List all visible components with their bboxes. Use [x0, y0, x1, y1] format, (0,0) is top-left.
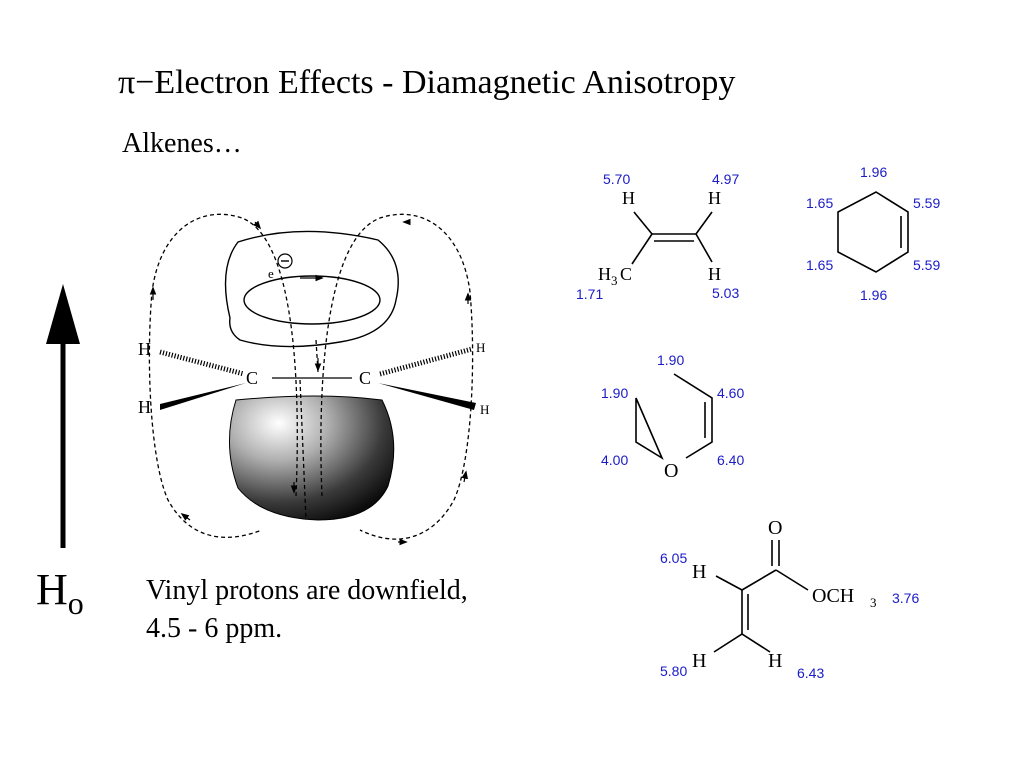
acrylate-och-sub: 3 [870, 595, 877, 610]
hashed-bond-left [159, 349, 245, 377]
propene-h-cis: H [622, 188, 635, 208]
caption-line-2: 4.5 - 6 ppm. [146, 613, 283, 644]
molecule-dihydropyran: O 1.90 1.90 4.60 4.00 6.40 [601, 352, 744, 482]
field-label-subscript: o [67, 585, 84, 621]
molecule-methyl-acrylate: O H OCH 3 H H 6.05 3.76 5.80 6.43 [660, 517, 919, 681]
electron-current-loop [243, 275, 381, 325]
pyran-oxygen: O [664, 460, 678, 482]
acrylate-och: OCH [812, 585, 854, 607]
molecule-cyclohexene: 1.96 1.65 5.59 1.65 5.59 1.96 [806, 164, 940, 303]
acrylate-h-alpha: H [692, 561, 706, 583]
propene-methyl-sub: 3 [611, 273, 618, 288]
shift-pyran-top: 1.90 [657, 352, 684, 368]
carbon-left: C [246, 368, 258, 388]
hydrogen-upper-left: H [138, 339, 151, 359]
carbon-right: C [359, 368, 371, 388]
acrylate-carbonyl-o: O [768, 517, 782, 539]
shift-acrylate-h-alpha: 6.05 [660, 550, 687, 566]
shift-acrylate-h-cis: 5.80 [660, 663, 687, 679]
propene-methyl-c: C [620, 264, 632, 284]
shift-acrylate-och3: 3.76 [892, 590, 919, 606]
induced-field-lines [148, 213, 474, 540]
shift-cyclohexene-upper-right: 5.59 [913, 195, 940, 211]
caption: Vinyl protons are downfield, 4.5 - 6 ppm… [146, 572, 468, 648]
field-arrowheads [149, 218, 472, 546]
applied-field-label: Ho [36, 564, 84, 622]
shift-pyran-upper-right: 4.60 [717, 385, 744, 401]
slide-subtitle: Alkenes… [122, 128, 242, 159]
hydrogen-upper-right: H [476, 340, 485, 355]
shift-cyclohexene-top: 1.96 [860, 164, 887, 180]
shift-pyran-lower-right: 6.40 [717, 452, 744, 468]
shift-cyclohexene-bottom: 1.96 [860, 287, 887, 303]
applied-field-arrow [46, 284, 80, 548]
shift-pyran-lower-left: 4.00 [601, 452, 628, 468]
propene-h-gem: H [708, 264, 721, 284]
hashed-bond-right [379, 346, 473, 377]
lower-pi-lobe [229, 395, 395, 521]
acrylate-h-cis: H [692, 650, 706, 672]
shift-propene-h-gem: 5.03 [712, 285, 739, 301]
caption-line-1: Vinyl protons are downfield, [146, 575, 468, 606]
shift-pyran-upper-left: 1.90 [601, 385, 628, 401]
propene-h-trans: H [708, 188, 721, 208]
wedge-bond-left [160, 383, 246, 410]
molecule-propene: H H H H 3 C 5.70 4.97 1.71 5.03 [576, 171, 739, 302]
propene-methyl-h: H [598, 264, 611, 284]
shift-propene-h-cis: 5.70 [603, 171, 630, 187]
slide-title: π−Electron Effects - Diamagnetic Anisotr… [118, 64, 736, 101]
shift-propene-methyl: 1.71 [576, 286, 603, 302]
shift-propene-h-trans: 4.97 [712, 171, 739, 187]
upper-pi-lobe [224, 230, 399, 348]
wedge-bond-right [378, 383, 476, 410]
shift-cyclohexene-upper-left: 1.65 [806, 195, 833, 211]
hydrogen-lower-right: H [480, 402, 489, 417]
anisotropy-diagram: e C C H H H H [138, 213, 489, 546]
shift-cyclohexene-lower-left: 1.65 [806, 257, 833, 273]
shift-acrylate-h-trans: 6.43 [797, 665, 824, 681]
hydrogen-lower-left: H [138, 397, 151, 417]
shift-cyclohexene-lower-right: 5.59 [913, 257, 940, 273]
electron-label: e [268, 266, 274, 281]
acrylate-h-trans: H [768, 650, 782, 672]
electron-symbol [277, 253, 293, 269]
field-label-h: H [36, 565, 68, 614]
